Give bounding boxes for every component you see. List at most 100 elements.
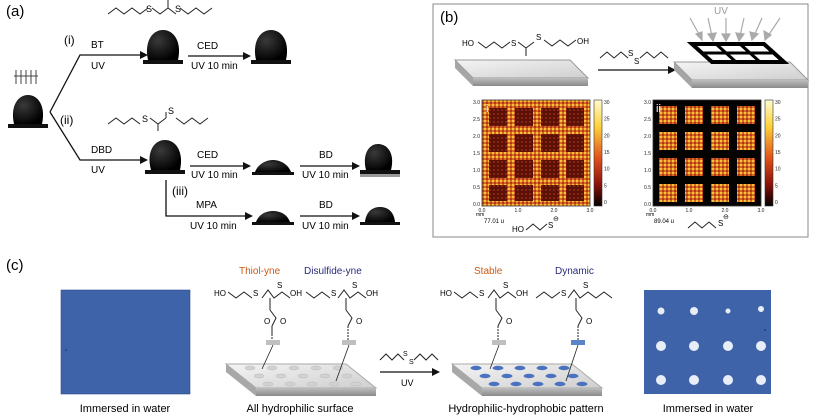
uv-label: UV <box>714 6 728 17</box>
diol-molecule-icon <box>477 39 577 56</box>
dynamic-label: Dynamic <box>555 266 594 277</box>
arrowhead <box>140 156 148 164</box>
x-tick-label: 3.0 <box>758 208 765 214</box>
oh-group: OH <box>290 289 302 298</box>
surface-anchor <box>492 340 506 345</box>
o-atom: O <box>264 317 270 326</box>
dbd-molecule-icon <box>107 112 209 131</box>
disulfide-yne-label: Disulfide-yne <box>304 266 362 277</box>
colorbar-tick-label: 10 <box>604 167 610 173</box>
substrate-reflection <box>360 174 400 177</box>
pointer-line <box>335 344 350 382</box>
colorbar-tick-label: 20 <box>775 133 781 139</box>
thiol-yne-label: Thiol-yne <box>239 266 281 277</box>
arrowhead <box>243 52 251 60</box>
bt-molecule-icon <box>107 0 213 15</box>
panel-c: (c) Immersed in water Thiol-yne Disulfid… <box>6 257 771 415</box>
oh-group: OH <box>366 289 378 298</box>
colorbar-tick-label: 0 <box>604 200 607 206</box>
pointer-line <box>565 344 579 382</box>
counts-label-ii: 89.04 u <box>654 219 674 225</box>
flattened-droplet <box>256 211 290 222</box>
s-atom: S <box>175 4 181 14</box>
s-atom: S <box>409 359 414 366</box>
x-tick-label: 3.0 <box>587 208 594 214</box>
flattened-droplet <box>255 160 291 172</box>
arrowhead <box>245 212 253 220</box>
colorbar-tick-label: 25 <box>775 117 781 123</box>
arrowhead <box>432 368 440 376</box>
arrowhead <box>243 162 251 170</box>
water-dots <box>656 306 766 385</box>
pointer-line <box>261 344 274 370</box>
colorbar-tick-label: 25 <box>604 117 610 123</box>
y-tick-label: 1.5 <box>644 151 651 157</box>
counts-label-i: 77.01 u <box>484 219 504 225</box>
substrate <box>252 222 294 225</box>
stable-molecule-icon <box>453 289 517 340</box>
substrate <box>8 124 48 128</box>
y-tick-label: 3.0 <box>644 100 651 106</box>
colorbar-tick-label: 30 <box>775 100 781 106</box>
colorbar-tick-label: 5 <box>604 183 607 189</box>
patterned-slab <box>450 363 604 396</box>
s-atom: S <box>511 39 516 48</box>
fluorescence-map-ii: ii <box>652 99 774 207</box>
s-atom: S <box>277 281 282 290</box>
water-droplet <box>149 140 182 170</box>
ho-group: HO <box>440 289 452 298</box>
oh-group: OH <box>577 37 589 46</box>
substrate <box>251 60 291 64</box>
colorbar <box>764 99 774 207</box>
arrowhead <box>140 51 148 59</box>
y-tick-label: 2.0 <box>473 134 480 140</box>
s-atom: S <box>548 221 553 230</box>
surface-anchor-hydrophobic <box>571 340 585 345</box>
substrate-slab <box>453 59 590 86</box>
panel-b-frame <box>432 3 809 238</box>
substrate <box>360 170 400 174</box>
x-tick-label: 0.0 <box>479 208 486 214</box>
dbd-label: DBD <box>91 145 112 156</box>
panel-b-label: (b) <box>440 9 458 26</box>
y-tick-label: 3.0 <box>473 100 480 106</box>
axis-unit-label: mm <box>476 212 484 218</box>
colorbar-tick-label: 0 <box>775 200 778 206</box>
s-atom: S <box>331 289 336 298</box>
arrowhead <box>668 66 676 74</box>
s-atom: S <box>142 114 148 124</box>
y-tick-label: 2.5 <box>473 117 480 123</box>
colorbar-tick-label: 5 <box>775 183 778 189</box>
colorbar-tick-label: 15 <box>775 150 781 156</box>
caption-all-hydrophilic: All hydrophilic surface <box>247 403 354 415</box>
fluorescence-map-i: i <box>481 99 603 207</box>
disulfide-molecule-icon <box>379 353 439 361</box>
arrowhead <box>352 162 360 170</box>
step-iii-label: (iii) <box>172 184 188 198</box>
uv-10-label: UV 10 min <box>190 221 237 232</box>
colorbar-tick-label: 30 <box>604 100 610 106</box>
colorbar-tick-label: 20 <box>604 133 610 139</box>
panel-a-label: (a) <box>6 3 24 20</box>
s-atom: S <box>718 219 723 228</box>
substrate <box>252 172 294 175</box>
y-tick-label: 0.5 <box>473 185 480 191</box>
surface-anchor <box>266 340 280 345</box>
caption-immersed-left: Immersed in water <box>80 403 171 415</box>
ho-group: HO <box>462 39 474 48</box>
ced-label: CED <box>197 150 218 161</box>
o-atom: O <box>280 317 286 326</box>
stable-label: Stable <box>474 266 503 277</box>
uv-label: UV <box>401 378 414 388</box>
mercaptoethanol-icon <box>525 223 548 231</box>
anion-icon: ⊖ <box>723 214 729 221</box>
colorbar <box>593 99 603 207</box>
branch-arrow-iii <box>165 180 245 217</box>
o-atom: O <box>586 317 592 326</box>
uv-label: UV <box>91 165 105 176</box>
water-droplet <box>364 144 393 170</box>
uv-10-label: UV 10 min <box>191 170 238 181</box>
substrate-slab-with-mask <box>672 42 810 88</box>
caption-immersed-right: Immersed in water <box>663 403 754 415</box>
